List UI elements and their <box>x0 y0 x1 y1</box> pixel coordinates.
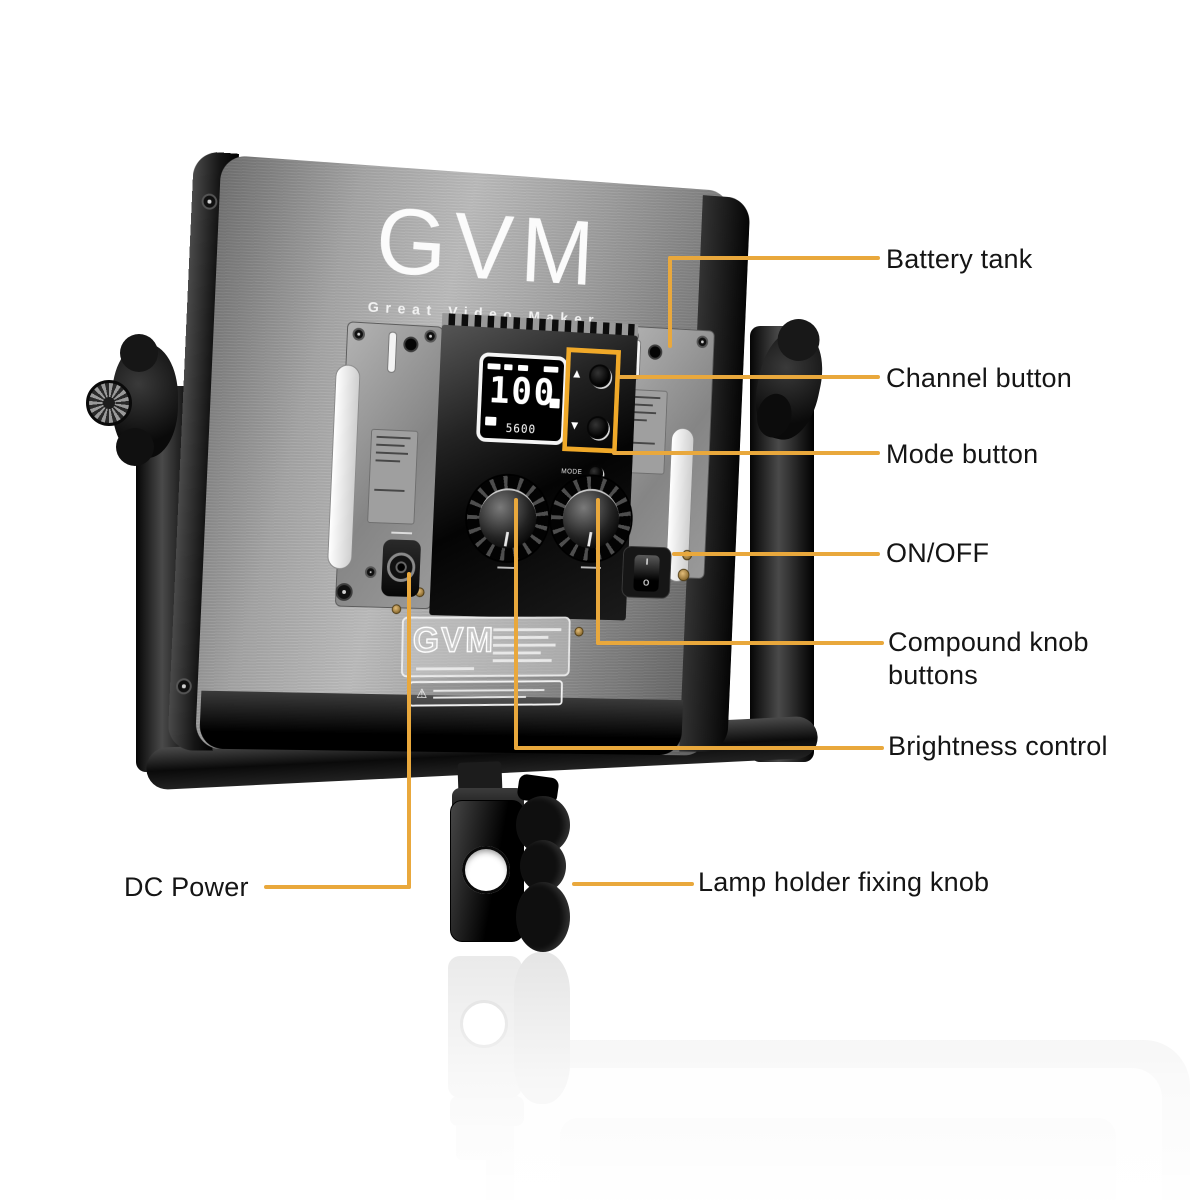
spec-sticker-left <box>367 428 419 525</box>
callout-mode-button: Mode button <box>886 439 1039 469</box>
channel-buttons-highlight-box <box>562 347 621 454</box>
callout-dc-power: DC Power <box>124 872 249 902</box>
leader-battery-tank-v <box>668 256 672 348</box>
info-plate-brand: GVM <box>412 619 496 660</box>
warning-label: ⚠ <box>408 680 563 707</box>
leader-on-off <box>672 552 880 556</box>
callout-lamp-holder-fixing-knob: Lamp holder fixing knob <box>698 867 990 897</box>
leader-dc-power-v <box>407 572 411 889</box>
leader-mode-button <box>612 451 880 455</box>
leader-channel-button <box>618 375 880 379</box>
callout-compound-knob-buttons: Compound knob buttons <box>888 627 1089 690</box>
leader-brightness-h <box>514 746 884 750</box>
leader-brightness-v <box>514 498 518 750</box>
lcd-brightness-value: 100 <box>488 369 557 415</box>
callout-on-off: ON/OFF <box>886 538 990 568</box>
leader-compound-knob-v <box>596 498 600 645</box>
leader-battery-tank-h <box>668 256 880 260</box>
leader-lamp-knob <box>572 882 694 886</box>
lamp-holder-fixing-knob[interactable] <box>516 796 570 954</box>
leader-compound-knob-h <box>596 641 884 645</box>
leader-dc-power-h <box>264 885 411 889</box>
callout-brightness-control: Brightness control <box>888 731 1108 761</box>
lcd-display: 100 5600 <box>475 352 569 446</box>
lamp-holder-mount-hole <box>462 846 510 894</box>
mode-button-label: MODE <box>561 468 583 476</box>
power-off-mark: O <box>642 577 650 588</box>
callout-battery-tank: Battery tank <box>886 244 1033 274</box>
reflection-fade <box>380 930 1200 1200</box>
lcd-color-temp-value: 5600 <box>505 421 537 437</box>
power-switch[interactable]: I O <box>621 545 672 599</box>
battery-lock-pin-left[interactable] <box>386 331 398 373</box>
yoke-left-knob-cap[interactable] <box>86 380 132 426</box>
dc-power-jack[interactable] <box>380 539 422 598</box>
power-on-mark: I <box>645 557 649 567</box>
info-label-plate: GVM <box>400 616 571 678</box>
callout-channel-button: Channel button <box>886 363 1072 393</box>
warning-icon: ⚠ <box>416 685 428 701</box>
yoke-left-lock-knob[interactable] <box>112 334 178 466</box>
